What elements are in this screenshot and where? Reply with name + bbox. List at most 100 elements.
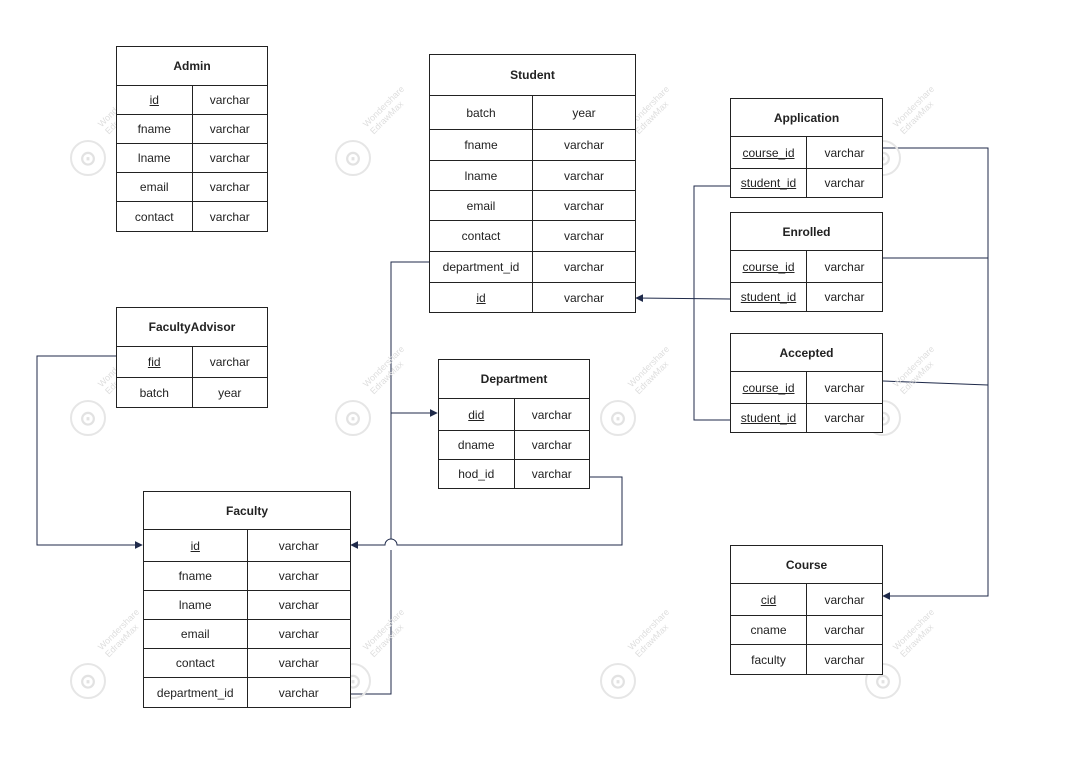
- attribute-row[interactable]: hod_id varchar: [439, 460, 589, 488]
- attribute-row[interactable]: department_id varchar: [430, 252, 635, 283]
- attribute-row[interactable]: faculty varchar: [731, 645, 882, 674]
- entity-faculty[interactable]: Faculty id varchar fname varchar lname v…: [143, 491, 351, 708]
- attribute-row[interactable]: department_id varchar: [144, 678, 350, 707]
- attribute-name: student_id: [731, 169, 807, 197]
- attribute-type: varchar: [824, 623, 865, 637]
- connector-department-faculty: [350, 476, 623, 549]
- attribute-type: varchar: [563, 198, 604, 213]
- attribute-name: lname: [144, 591, 248, 619]
- attribute-type: varchar: [531, 407, 572, 422]
- connector-accepted-course: [882, 380, 989, 386]
- attribute-name: email: [144, 620, 248, 648]
- attribute-name: department_id: [144, 678, 248, 707]
- attribute-row[interactable]: student_id varchar: [731, 283, 882, 311]
- attribute-type: varchar: [824, 259, 865, 274]
- attribute-name: faculty: [731, 645, 807, 674]
- attribute-row[interactable]: email varchar: [144, 620, 350, 649]
- entity-title: Faculty: [144, 492, 350, 530]
- attribute-type: varchar: [824, 652, 865, 667]
- attribute-name: hod_id: [439, 460, 515, 488]
- attribute-row[interactable]: contact varchar: [144, 649, 350, 678]
- attribute-row[interactable]: lname varchar: [144, 591, 350, 620]
- attribute-type: varchar: [824, 145, 865, 160]
- attribute-row[interactable]: fid varchar: [117, 347, 267, 378]
- attribute-type: varchar: [278, 569, 319, 583]
- connector-application-course: [882, 147, 989, 600]
- attribute-row[interactable]: id varchar: [117, 86, 267, 115]
- attribute-name: contact: [117, 202, 193, 231]
- entity-title: Enrolled: [731, 213, 882, 251]
- attribute-type: varchar: [563, 168, 604, 183]
- connector-facultyadvisor-faculty: [36, 355, 143, 549]
- attribute-type: varchar: [278, 538, 319, 553]
- entity-facultyadvisor[interactable]: FacultyAdvisor fid varchar batch year: [116, 307, 268, 408]
- attribute-name: email: [117, 173, 193, 201]
- entity-enrolled[interactable]: Enrolled course_id varchar student_id va…: [730, 212, 883, 312]
- entity-title: FacultyAdvisor: [117, 308, 267, 347]
- attribute-row[interactable]: batch year: [117, 378, 267, 407]
- attribute-row[interactable]: id varchar: [144, 530, 350, 562]
- attribute-row[interactable]: dname varchar: [439, 431, 589, 460]
- attribute-name: cid: [731, 584, 807, 615]
- entity-application[interactable]: Application course_id varchar student_id…: [730, 98, 883, 198]
- attribute-type: varchar: [209, 93, 250, 107]
- attribute-row[interactable]: email varchar: [117, 173, 267, 202]
- attribute-type: varchar: [824, 380, 865, 395]
- attribute-row[interactable]: cname varchar: [731, 616, 882, 645]
- attribute-type: varchar: [209, 180, 250, 194]
- attribute-name: contact: [430, 221, 533, 251]
- entity-title: Application: [731, 99, 882, 137]
- attribute-name: fid: [117, 347, 193, 377]
- attribute-name: cname: [731, 616, 807, 644]
- entity-accepted[interactable]: Accepted course_id varchar student_id va…: [730, 333, 883, 433]
- entity-student[interactable]: Student batch year fname varchar lname v…: [429, 54, 636, 313]
- attribute-row[interactable]: cid varchar: [731, 584, 882, 616]
- attribute-row[interactable]: fname varchar: [144, 562, 350, 591]
- attribute-row[interactable]: contact varchar: [430, 221, 635, 252]
- attribute-name: id: [430, 283, 533, 312]
- attribute-row[interactable]: did varchar: [439, 399, 589, 431]
- attribute-row[interactable]: email varchar: [430, 191, 635, 221]
- attribute-row[interactable]: lname varchar: [117, 144, 267, 173]
- attribute-name: course_id: [731, 251, 807, 282]
- attribute-row[interactable]: student_id varchar: [731, 404, 882, 432]
- attribute-type: varchar: [824, 290, 865, 304]
- attribute-type: varchar: [824, 411, 865, 425]
- attribute-type: varchar: [209, 151, 250, 165]
- entity-title: Admin: [117, 47, 267, 86]
- entity-admin[interactable]: Admin id varchar fname varchar lname var…: [116, 46, 268, 232]
- attribute-name: student_id: [731, 404, 807, 432]
- attribute-name: student_id: [731, 283, 807, 311]
- attribute-row[interactable]: lname varchar: [430, 161, 635, 191]
- connector-student-department: [390, 261, 438, 417]
- attribute-name: lname: [117, 144, 193, 172]
- attribute-name: dname: [439, 431, 515, 459]
- attribute-row[interactable]: course_id varchar: [731, 251, 882, 283]
- attribute-type: varchar: [209, 122, 250, 136]
- entity-department[interactable]: Department did varchar dname varchar hod…: [438, 359, 590, 489]
- connector-application-student: [693, 185, 730, 421]
- attribute-name: email: [430, 191, 533, 220]
- entity-title: Student: [430, 55, 635, 96]
- attribute-row[interactable]: fname varchar: [117, 115, 267, 144]
- attribute-type: year: [572, 105, 596, 120]
- connector-enrolled-student: [635, 294, 731, 303]
- attribute-row[interactable]: course_id varchar: [731, 137, 882, 169]
- attribute-type: varchar: [278, 685, 319, 700]
- attribute-row[interactable]: contact varchar: [117, 202, 267, 231]
- entity-course[interactable]: Course cid varchar cname varchar faculty…: [730, 545, 883, 675]
- attribute-type: varchar: [278, 598, 319, 612]
- attribute-row[interactable]: id varchar: [430, 283, 635, 312]
- attribute-type: varchar: [209, 355, 250, 369]
- attribute-name: contact: [144, 649, 248, 677]
- attribute-name: id: [117, 86, 193, 114]
- attribute-row[interactable]: course_id varchar: [731, 372, 882, 404]
- attribute-row[interactable]: fname varchar: [430, 130, 635, 161]
- attribute-row[interactable]: batch year: [430, 96, 635, 130]
- attribute-type: varchar: [278, 627, 319, 641]
- attribute-name: course_id: [731, 372, 807, 403]
- attribute-type: varchar: [563, 290, 604, 305]
- entity-title: Course: [731, 546, 882, 584]
- attribute-row[interactable]: student_id varchar: [731, 169, 882, 197]
